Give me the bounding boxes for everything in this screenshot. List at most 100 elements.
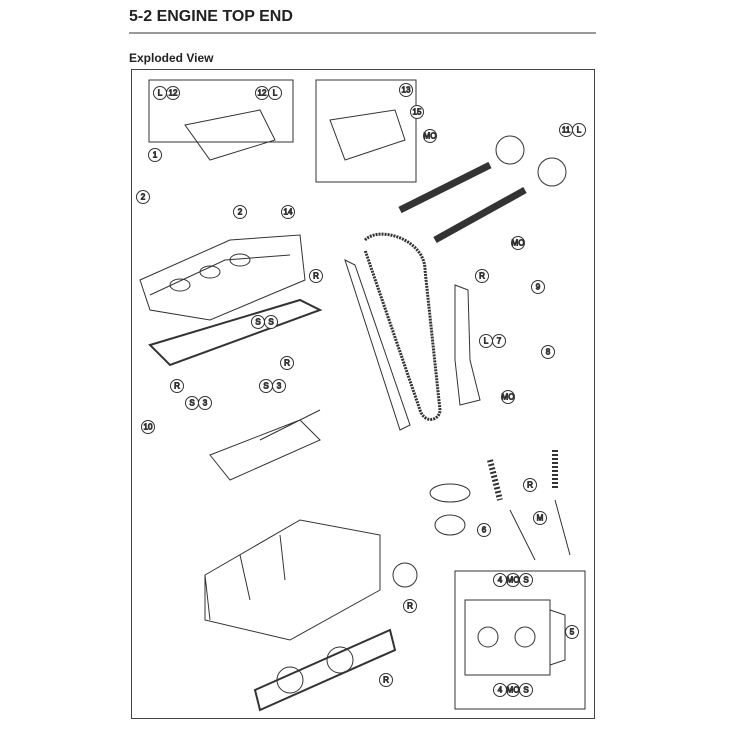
callout-label: S [523,576,528,585]
callout-label: M [537,514,544,523]
callout-2: 2 [136,190,150,204]
callout-m: M [533,511,547,525]
callout-1: 1 [148,148,162,162]
callout-5: 5 [565,625,579,639]
callout-circle [423,129,437,143]
callout-label: 3 [277,382,282,391]
section-heading: Exploded View [129,51,214,65]
valves-springs [392,450,571,588]
head-top-view [464,599,566,676]
callout-circle [501,390,515,404]
cam-chain [344,232,481,431]
callout-label: 7 [497,337,502,346]
callout-circle [170,379,184,393]
callout-label: L [484,337,489,346]
callout-13: 13 [399,83,413,97]
callout-circle [268,86,282,100]
callout-label: S [255,318,260,327]
callout-label: 15 [413,108,422,117]
callout-label: L [577,126,582,135]
callout-8: 8 [541,345,555,359]
callout-label: MO [512,239,525,248]
callout-label: 14 [284,208,293,217]
callout-11-l: 11 L [559,123,586,137]
callout-label: 4 [498,576,503,585]
callout-circle [410,105,424,119]
callout-r: R [379,673,393,687]
camshafts [398,135,567,244]
callout-label: L [273,89,278,98]
callout-label: 5 [570,628,575,637]
callout-circle [281,205,295,219]
callout-circle [475,269,489,283]
cylinder-head-cover [139,234,323,367]
sub-assembly-boxes [148,79,586,710]
callout-circle [272,379,286,393]
callout-label: R [527,481,533,490]
callout-circle [403,599,417,613]
callout-label: 12 [169,89,178,98]
callout-circle [477,523,491,537]
cover-bracket [184,109,406,161]
callout-15: 15 [410,105,424,119]
callout-circle [511,236,525,250]
callout-label: 3 [203,399,208,408]
callout-circle [264,315,278,329]
callout-circle [533,511,547,525]
callout-circle [399,83,413,97]
callout-label: 12 [258,89,267,98]
callout-label: 4 [498,686,503,695]
callout-label: 11 [562,126,571,135]
diagram-frame [131,69,595,719]
callout-label: 2 [238,208,243,217]
page-title: 5-2 ENGINE TOP END [129,8,293,25]
callout-label: 1 [153,151,158,160]
callout-r: R [475,269,489,283]
callout-6: 6 [477,523,491,537]
callout-circle [233,205,247,219]
callout-circle [136,190,150,204]
callout-circle [141,420,155,434]
callout-r: R [309,269,323,283]
callout-label: S [189,399,194,408]
callout-label: R [479,272,485,281]
callout-label: 13 [402,86,411,95]
callout-circle [198,396,212,410]
callout-label: MO [502,393,515,402]
callout-circle [523,478,537,492]
callout-circle [309,269,323,283]
callout-label: R [284,359,290,368]
callout-circle [379,673,393,687]
callout-r: R [403,599,417,613]
callout-circle [492,334,506,348]
callout-label: MO [507,576,520,585]
callout-mo: MO [511,236,525,250]
callout-r: R [523,478,537,492]
callout-circle [280,356,294,370]
callout-label: R [174,382,180,391]
callout-label: R [383,676,389,685]
callout-circle [148,148,162,162]
callout-circle [572,123,586,137]
callout-label: S [263,382,268,391]
callout-circle [565,625,579,639]
callout-label: MO [424,132,437,141]
callout-14: 14 [281,205,295,219]
callout-r: R [170,379,184,393]
title-rule [129,32,596,34]
callout-label: 6 [482,526,487,535]
callout-label: R [313,272,319,281]
cylinder-head [204,409,397,712]
callout-mo: MO [501,390,515,404]
callout-circle [531,280,545,294]
callout-label: 9 [536,283,541,292]
callout-circle [519,683,533,697]
callout-2: 2 [233,205,247,219]
